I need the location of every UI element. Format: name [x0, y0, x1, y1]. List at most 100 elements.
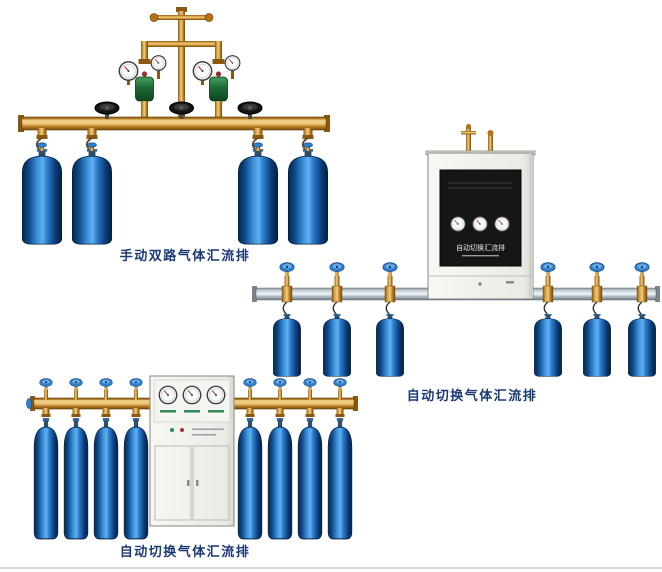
gas-cylinder	[376, 314, 404, 377]
cabinet-handle	[196, 480, 199, 486]
cylinder-valve-handle	[333, 378, 347, 391]
pressure-gauge	[450, 216, 466, 232]
control-cabinet: 自动切换汇流排	[425, 124, 536, 300]
cabinet-panel-label: 自动切换汇流排	[456, 243, 505, 252]
shutoff-valve-handwheel	[237, 101, 263, 119]
pressure-gauge	[472, 216, 488, 232]
pressure-gauge	[224, 55, 241, 71]
connection-hose	[282, 301, 288, 316]
shutoff-valve-handwheel	[94, 101, 120, 119]
manual-dual-manifold-illustration	[18, 7, 330, 245]
cabinet-handle	[506, 281, 514, 284]
cylinder-station	[376, 262, 404, 377]
cylinder-valve-handle	[303, 378, 317, 391]
cylinder-station	[237, 378, 263, 540]
connection-hose	[332, 301, 338, 316]
cylinder-station	[323, 262, 351, 377]
gas-cylinder	[327, 418, 353, 540]
regulator-knob	[141, 71, 148, 77]
connection-hose	[385, 301, 391, 316]
cylinder-valve-handle	[99, 378, 113, 391]
regulator-knob	[215, 71, 222, 77]
regulator-body	[209, 76, 228, 102]
gas-cylinder	[63, 418, 89, 540]
cylinder-station	[33, 378, 59, 540]
cylinder-station	[327, 378, 353, 540]
cylinder-station	[583, 262, 611, 377]
cylinder-station	[267, 378, 293, 540]
inlet-valve-knob	[149, 13, 159, 22]
cylinder-station	[71, 128, 113, 245]
figure-caption: 手动双路气体汇流排	[119, 248, 251, 263]
cylinder-valve-handle	[243, 378, 257, 391]
cabinet-door	[192, 445, 230, 521]
cylinder-valve-handle	[253, 142, 263, 148]
cylinder-valve-handle	[329, 262, 345, 277]
cylinder-valve-handle	[279, 262, 295, 277]
cylinder-station	[273, 262, 301, 377]
pressure-gauge	[192, 61, 213, 81]
cabinet-lock	[478, 282, 482, 286]
auto-switch-manifold-illustration: 自动切换汇流排	[252, 124, 660, 377]
cylinder-station	[534, 262, 562, 377]
manual-dual-manifold-figure: 手动双路气体汇流排	[10, 5, 340, 264]
gas-cylinder	[267, 418, 293, 540]
cylinder-station	[297, 378, 323, 540]
pressure-gauge	[150, 55, 167, 71]
cylinder-valve-handle	[37, 142, 47, 148]
cylinder-station	[21, 128, 63, 245]
connection-hose	[637, 301, 643, 316]
cylinder-valve-handle	[382, 262, 398, 277]
cylinder-station	[93, 378, 119, 540]
cylinder-valve-handle	[87, 142, 97, 148]
pressure-regulator-station	[118, 55, 167, 119]
cylinder-valve-handle	[303, 142, 313, 148]
regulator-body	[135, 76, 154, 102]
cylinder-station	[63, 378, 89, 540]
gas-cylinder	[71, 149, 113, 245]
auto-switch-manifold-illustration	[26, 375, 358, 540]
gas-cylinder	[123, 418, 149, 540]
indicator-light	[180, 428, 184, 432]
top-inlet-assembly	[138, 7, 225, 119]
pressure-gauge	[118, 61, 139, 81]
cabinet-handle	[187, 480, 190, 486]
page-bottom-divider	[0, 567, 662, 569]
indicator-light	[170, 428, 174, 432]
pressure-gauge	[206, 385, 226, 405]
pressure-regulator-station	[192, 55, 241, 119]
cylinder-station	[237, 128, 279, 245]
gas-cylinder	[237, 418, 263, 540]
gas-cylinder	[93, 418, 119, 540]
cylinder-valve-handle	[129, 378, 143, 391]
gas-cylinder	[297, 418, 323, 540]
cylinder-valve-handle	[634, 262, 650, 277]
inlet-valve-knob	[204, 13, 214, 22]
end-valve-handle	[26, 398, 32, 409]
pressure-gauge	[158, 385, 178, 405]
shutoff-valve-handwheel	[169, 101, 194, 119]
gas-cylinder	[21, 149, 63, 245]
auto-switch-manifold-bottom-figure: 自动切换气体汇流排	[22, 368, 367, 560]
cylinder-valve-handle	[589, 262, 605, 277]
figure-caption: 自动切换气体汇流排	[119, 544, 251, 559]
connection-hose	[592, 301, 598, 316]
pressure-gauge	[494, 216, 510, 232]
gas-cylinder	[583, 314, 611, 377]
gas-cylinder	[534, 314, 562, 377]
cylinder-valve-handle	[39, 378, 53, 391]
cabinet-door	[154, 445, 192, 521]
connection-hose	[543, 301, 549, 316]
cylinder-valve-handle	[540, 262, 556, 277]
manifold-header-pipe	[18, 115, 330, 132]
figure-caption: 自动切换气体汇流排	[406, 388, 538, 403]
gas-cylinder	[628, 314, 656, 377]
cylinder-valve-handle	[69, 378, 83, 391]
cylinder-station	[123, 378, 149, 540]
pressure-gauge	[182, 385, 202, 405]
cylinder-station	[287, 128, 329, 245]
auto-switch-manifold-right-figure: 自动切换汇流排 自动切换气体汇流排	[250, 124, 662, 404]
gas-cylinder	[33, 418, 59, 540]
control-cabinet	[149, 375, 235, 527]
